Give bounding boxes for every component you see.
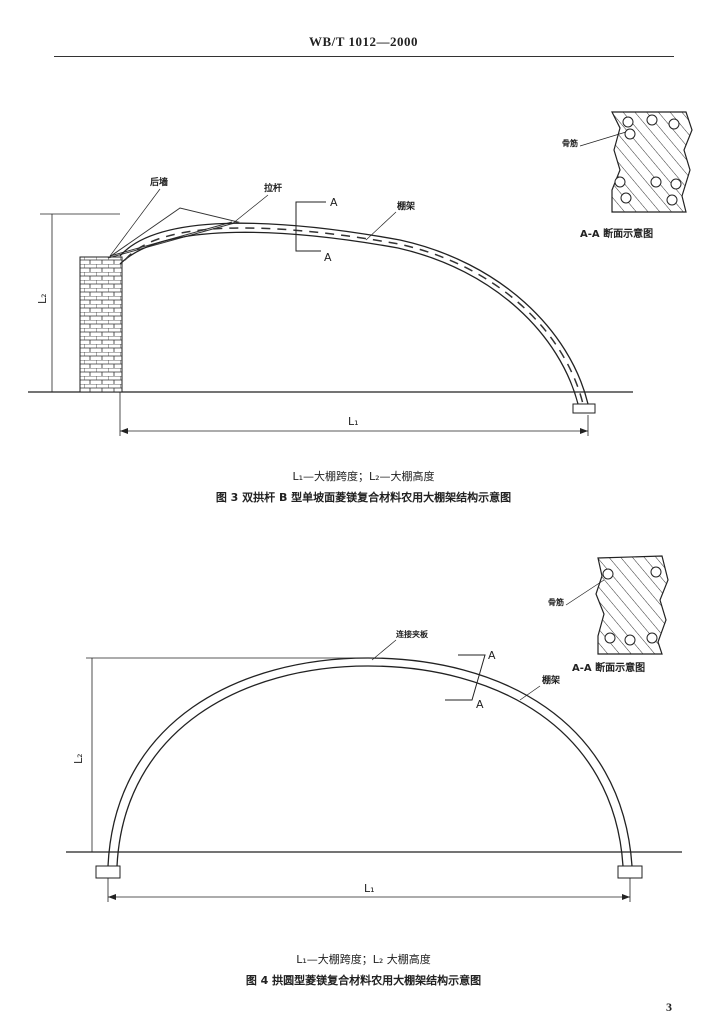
figure-4-diagram: L₂ L₁ A A 连接夹板 棚架 骨筋 A-A 断面示意图 bbox=[66, 555, 682, 902]
arch-foot bbox=[572, 403, 596, 414]
height-label: L₂ bbox=[72, 753, 85, 764]
figure-4-legend: L₁—大棚跨度；L₂ 大棚高度 bbox=[296, 953, 431, 966]
frame-label: 棚架 bbox=[542, 674, 560, 686]
span-label: L₁ bbox=[364, 882, 375, 895]
header-rule bbox=[54, 56, 674, 57]
wall-label: 后墙 bbox=[150, 176, 168, 188]
section-detail bbox=[595, 555, 669, 655]
document-header: WB/T 1012—2000 bbox=[309, 34, 418, 49]
span-label: L₁ bbox=[348, 415, 359, 428]
brace-label: 拉杆 bbox=[264, 182, 282, 194]
svg-text:A: A bbox=[488, 649, 496, 662]
page-number: 3 bbox=[666, 1000, 672, 1014]
svg-text:A: A bbox=[330, 196, 338, 209]
figure-3-caption: 图 3 双拱杆 B 型单坡面菱镁复合材料农用大棚架结构示意图 bbox=[215, 491, 512, 504]
section-cut bbox=[445, 654, 486, 701]
figure-3-legend: L₁—大棚跨度；L₂—大棚高度 bbox=[292, 470, 435, 483]
section-title: A-A 断面示意图 bbox=[580, 227, 653, 240]
arch-foot-right bbox=[617, 865, 643, 879]
section-detail bbox=[611, 111, 693, 213]
frame-label: 棚架 bbox=[397, 200, 415, 212]
section-title: A-A 断面示意图 bbox=[572, 661, 645, 674]
arch-foot-left bbox=[95, 865, 121, 879]
arch-frame bbox=[107, 657, 633, 867]
arch-frame bbox=[119, 222, 589, 405]
brace-rod bbox=[107, 207, 240, 259]
figure-3-diagram: L₂ L₁ A A 后墙 拉杆 棚架 骨筋 A-A 断面示意图 bbox=[28, 111, 693, 436]
section-cut bbox=[295, 201, 326, 252]
figure-4-caption: 图 4 拱圆型菱镁复合材料农用大棚架结构示意图 bbox=[245, 974, 482, 987]
svg-text:A: A bbox=[324, 251, 332, 264]
connector-label: 连接夹板 bbox=[396, 629, 429, 639]
rebar-label: 骨筋 bbox=[548, 597, 564, 607]
back-wall bbox=[79, 256, 123, 393]
svg-text:A: A bbox=[476, 698, 484, 711]
height-label: L₂ bbox=[36, 293, 49, 304]
rebar-label: 骨筋 bbox=[562, 138, 578, 148]
